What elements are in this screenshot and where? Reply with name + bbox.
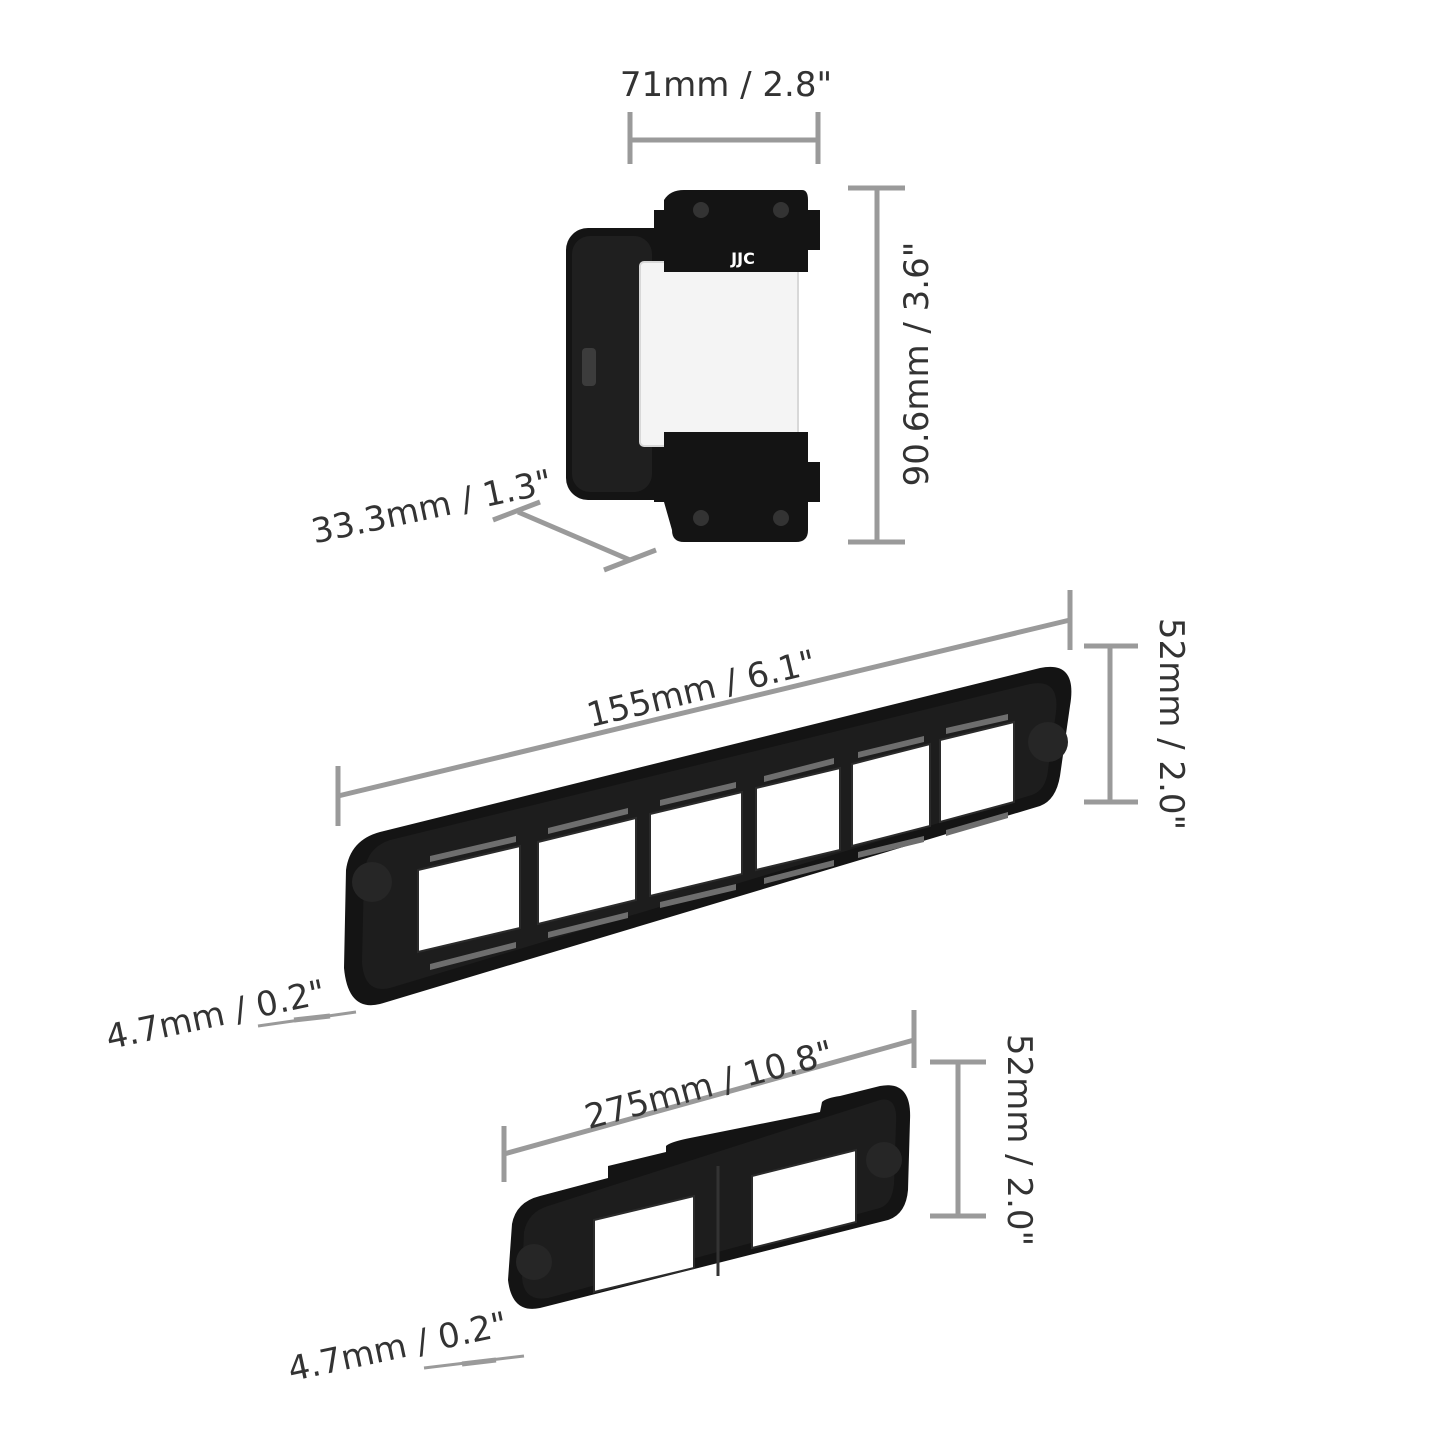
light-panel-depth-label: 33.3mm / 1.3" — [308, 462, 556, 552]
screw-icon — [693, 510, 709, 526]
grip-icon — [866, 1142, 902, 1178]
film-frame — [649, 790, 743, 898]
slide-holder-height-dimension: 52mm / 2.0" — [930, 1034, 1039, 1246]
slide-holder-thickness-dimension: 4.7mm / 0.2" — [284, 1304, 525, 1390]
film-slot — [548, 912, 628, 938]
slide-window — [593, 1194, 695, 1294]
film-slot — [430, 836, 516, 862]
film-holder-width-label: 155mm / 6.1" — [583, 643, 820, 737]
film-holder-height-label: 52mm / 2.0" — [1151, 618, 1191, 830]
light-panel-bottom-clamp — [654, 432, 820, 542]
film-holder-thickness-label: 4.7mm / 0.2" — [102, 972, 329, 1058]
grip-icon — [352, 862, 392, 902]
screw-icon — [773, 510, 789, 526]
usb-port-icon — [582, 348, 596, 386]
light-diffuser — [639, 261, 799, 447]
grip-icon — [516, 1244, 552, 1280]
film-slot — [430, 942, 516, 970]
light-panel-width-label: 71mm / 2.8" — [620, 65, 832, 105]
film-slot — [946, 812, 1008, 836]
film-holder-height-dimension: 52mm / 2.0" — [1084, 618, 1191, 830]
light-panel-height-label: 90.6mm / 3.6" — [897, 242, 937, 487]
film-slot — [858, 736, 924, 758]
film-slot — [858, 836, 924, 858]
film-slot — [660, 782, 736, 806]
film-holder-35mm — [344, 666, 1072, 1006]
film-frame — [417, 844, 521, 954]
screw-icon — [773, 202, 789, 218]
film-frame — [851, 742, 931, 848]
slide-window — [751, 1148, 857, 1250]
film-holder-thickness-dimension: 4.7mm / 0.2" — [102, 972, 357, 1058]
film-frame — [755, 766, 841, 872]
film-frame — [537, 816, 637, 926]
screw-icon — [693, 202, 709, 218]
film-slot — [764, 758, 834, 782]
slide-holder — [508, 1085, 911, 1309]
light-panel: JJC — [566, 190, 820, 542]
light-panel-side — [572, 236, 652, 492]
slide-holder-height-label: 52mm / 2.0" — [999, 1034, 1039, 1246]
light-panel-width-dimension: 71mm / 2.8" — [620, 65, 832, 164]
film-slot — [660, 884, 736, 908]
light-panel-depth-dimension: 33.3mm / 1.3" — [308, 462, 657, 573]
light-panel-height-dimension: 90.6mm / 3.6" — [848, 185, 937, 545]
film-slot — [946, 714, 1008, 734]
brand-logo: JJC — [730, 249, 755, 268]
slide-holder-thickness-label: 4.7mm / 0.2" — [284, 1304, 511, 1390]
film-slot — [548, 808, 628, 834]
grip-icon — [1028, 722, 1068, 762]
film-slot — [764, 860, 834, 884]
film-frame — [939, 720, 1015, 824]
